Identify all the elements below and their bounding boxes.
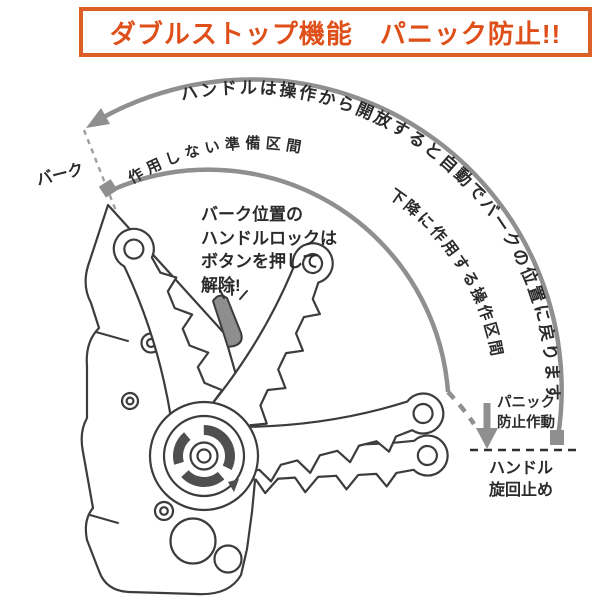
handle-stop-line1: ハンドル	[489, 460, 553, 477]
panic-stop-line1: パニック	[497, 394, 555, 411]
unlock-note-line4: 解除!	[201, 275, 241, 295]
inner-zone-arc	[111, 167, 451, 393]
unlock-note-line2: ハンドルロックは	[201, 229, 337, 248]
park-label: バーク	[35, 160, 86, 189]
park-position-dashed-line	[82, 129, 118, 212]
outer-arc-end-cap	[550, 430, 564, 445]
panic-arrow-head-icon	[476, 428, 498, 449]
panic-stop-line2: 防止作動	[497, 413, 555, 431]
cam-pointer-icon	[228, 479, 239, 492]
panic-stop-label: パニック 防止作動	[497, 394, 555, 431]
descender-device	[80, 203, 449, 596]
attachment-hole-small	[213, 544, 243, 574]
cam-assembly	[148, 400, 260, 512]
handle-stop-label: ハンドル 旋回止め	[488, 460, 553, 499]
outer-return-arc	[93, 77, 564, 438]
cam-friction-ring	[173, 425, 235, 487]
handle-lock-button	[211, 294, 243, 349]
unlock-note-line1: バーク位置の	[201, 204, 303, 224]
body-seam-line	[95, 331, 129, 342]
inner-arc-start-cap	[98, 179, 118, 198]
title-text: ダブルストップ機能 パニック防止!!	[109, 18, 562, 49]
button-sparkle-icon	[218, 284, 248, 300]
body-seam-line	[89, 514, 119, 524]
handle-range-arcs	[82, 77, 580, 452]
handle-stop-line2: 旋回止め	[488, 480, 553, 499]
attachment-hole-large	[169, 517, 217, 565]
unlock-note: バーク位置の ハンドルロックは ボタンを押して 解除!	[201, 204, 337, 295]
outer-arc-arrowhead-icon	[86, 108, 110, 128]
title-banner: ダブルストップ機能 パニック防止!!	[79, 7, 592, 57]
inner-zone-arc-dashed	[446, 390, 476, 426]
unlock-note-line3: ボタンを押して	[201, 251, 320, 271]
